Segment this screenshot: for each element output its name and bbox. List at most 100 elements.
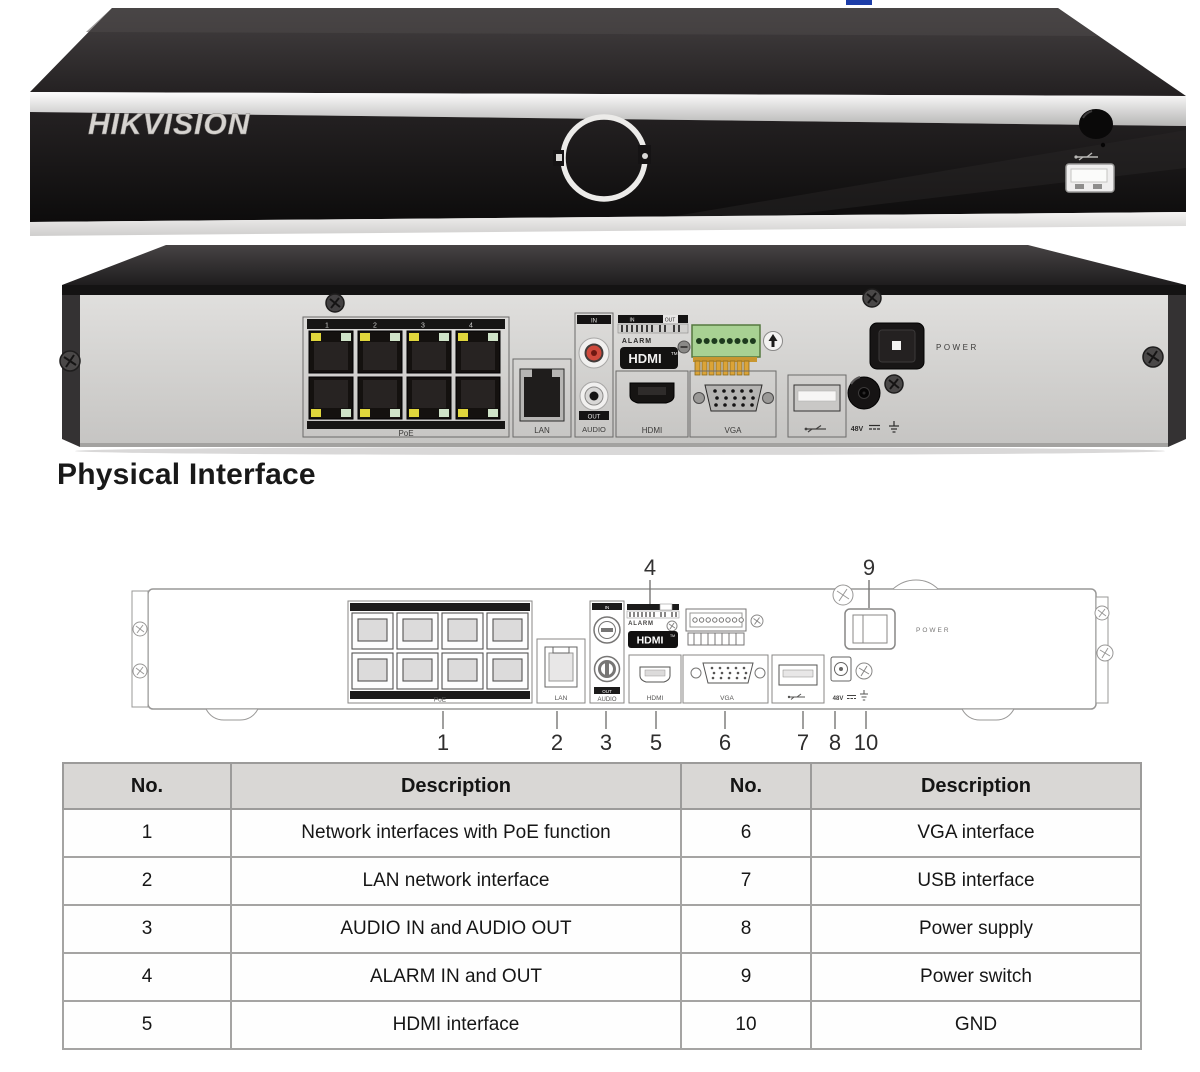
dial-right-glyph-icon bbox=[642, 153, 648, 159]
callout-numbers: 1 2 3 5 6 7 8 10 bbox=[437, 730, 878, 755]
diagram-poe-block: PoE bbox=[347, 600, 533, 704]
header-no-left: No. bbox=[62, 762, 232, 810]
callout-number: 5 bbox=[650, 730, 662, 755]
diagram-hdmi-label: HDMI bbox=[647, 695, 664, 702]
cell-no: 2 bbox=[62, 856, 232, 906]
callout-number: 1 bbox=[437, 730, 449, 755]
table-row: 1 Network interfaces with PoE function 6… bbox=[62, 808, 1142, 858]
screw-icon bbox=[1142, 346, 1164, 368]
rj45-port bbox=[406, 330, 452, 374]
terminal-pins bbox=[694, 360, 750, 376]
screw-icon bbox=[677, 340, 691, 354]
diagram-hdmi-tm-label: TM bbox=[670, 634, 675, 638]
dial-left-glyph-icon bbox=[556, 154, 562, 161]
poe-label: PoE bbox=[398, 429, 413, 438]
callout-number: 8 bbox=[829, 730, 841, 755]
callout-lines bbox=[442, 711, 867, 729]
dc-power-jack: 48V bbox=[847, 375, 881, 433]
lan-port: LAN bbox=[512, 358, 572, 438]
cell-no: 7 bbox=[680, 856, 812, 906]
table-header-row: No. Description No. Description bbox=[62, 762, 1142, 810]
audio-in-rca-jack bbox=[578, 337, 610, 369]
rj45-port bbox=[357, 376, 403, 420]
poe-number: 2 bbox=[373, 323, 377, 330]
vga-label: VGA bbox=[725, 426, 743, 435]
front-view-photo: HIKVISION bbox=[30, 0, 1186, 236]
gnd-icon bbox=[889, 421, 899, 433]
cell-no: 1 bbox=[62, 808, 232, 858]
header-no-right: No. bbox=[680, 762, 812, 810]
callout-number: 9 bbox=[863, 555, 875, 580]
screw-icon bbox=[862, 288, 882, 308]
screw-icon bbox=[325, 293, 345, 313]
vga-screw-post bbox=[762, 392, 774, 404]
cell-no: 4 bbox=[62, 952, 232, 1002]
screw-icon bbox=[666, 620, 678, 632]
diagram-vga-port: VGA bbox=[682, 654, 769, 704]
diagram-vga-label: VGA bbox=[720, 695, 734, 702]
rj45-port bbox=[357, 330, 403, 374]
rear-view-photo: 1 2 3 4 PoE LAN IN bbox=[59, 245, 1186, 455]
diagram-usb-port bbox=[771, 654, 825, 704]
dc-symbol-icon bbox=[847, 695, 856, 699]
hdmi-label: HDMI bbox=[642, 426, 662, 435]
callout-number: 2 bbox=[551, 730, 563, 755]
rear-panel-diagram: 4 9 PoE LAN IN O bbox=[131, 555, 1114, 755]
callout-number: 10 bbox=[854, 730, 878, 755]
diagram-alarm-section: ALARM HDMI TM bbox=[626, 603, 680, 648]
screw-icon bbox=[884, 374, 904, 394]
diagram-power-switch bbox=[844, 608, 896, 650]
hdmi-badge-label: HDMI bbox=[628, 351, 661, 366]
diagram-dc-jack: 48V bbox=[830, 656, 856, 702]
table-row: 3 AUDIO IN and AUDIO OUT 8 Power supply bbox=[62, 904, 1142, 954]
vga-port: VGA bbox=[689, 370, 777, 438]
rear-chassis bbox=[62, 245, 1186, 447]
cell-no: 3 bbox=[62, 904, 232, 954]
audio-out-label: OUT bbox=[588, 415, 601, 421]
screw-icon bbox=[132, 663, 148, 679]
gnd-icon bbox=[860, 690, 868, 701]
table-row: 4 ALARM IN and OUT 9 Power switch bbox=[62, 952, 1142, 1002]
hdmi-logo-badge: HDMI TM bbox=[620, 347, 678, 369]
diagram-audio-label: AUDIO bbox=[597, 697, 616, 703]
cell-description: ALARM IN and OUT bbox=[230, 952, 682, 1002]
callout-4: 4 bbox=[644, 555, 656, 608]
screw-icon bbox=[855, 662, 873, 680]
alarm-pinout-marks bbox=[621, 325, 680, 332]
callout-number: 3 bbox=[600, 730, 612, 755]
diagram-vga-pin-holes bbox=[710, 666, 748, 680]
cell-description: Power switch bbox=[810, 952, 1142, 1002]
header-description-left: Description bbox=[230, 762, 682, 810]
alarm-label: ALARM bbox=[622, 338, 652, 345]
rj45-port bbox=[455, 376, 501, 420]
voltage-label: 48V bbox=[851, 426, 864, 433]
screw-icon bbox=[750, 614, 764, 628]
poe-number: 3 bbox=[421, 323, 425, 330]
diagram-rj45-ports bbox=[351, 612, 529, 690]
rj45-port bbox=[308, 330, 354, 374]
usb-icon bbox=[804, 425, 826, 433]
cell-description: GND bbox=[810, 1000, 1142, 1050]
cell-description: Network interfaces with PoE function bbox=[230, 808, 682, 858]
alarm-in-label: IN bbox=[630, 318, 635, 324]
diagram-hdmi-port: HDMI bbox=[628, 654, 682, 704]
cell-no: 10 bbox=[680, 1000, 812, 1050]
screw-icon bbox=[1096, 644, 1114, 662]
cell-no: 5 bbox=[62, 1000, 232, 1050]
cell-no: 6 bbox=[680, 808, 812, 858]
table-row: 2 LAN network interface 7 USB interface bbox=[62, 856, 1142, 906]
diagram-power-label: POWER bbox=[916, 627, 951, 634]
audio-section: IN OUT AUDIO bbox=[574, 312, 614, 438]
alarm-terminal-block bbox=[691, 324, 783, 376]
poe-number: 4 bbox=[469, 323, 473, 330]
callout-9: 9 bbox=[863, 555, 875, 608]
interface-table: No. Description No. Description 1 Networ… bbox=[62, 762, 1142, 1050]
screw-icon bbox=[690, 667, 766, 679]
cell-no: 9 bbox=[680, 952, 812, 1002]
rj45-port bbox=[308, 376, 354, 420]
diagram-poe-label: PoE bbox=[434, 697, 447, 704]
diagram-terminal-block bbox=[685, 608, 747, 646]
cell-description: USB interface bbox=[810, 856, 1142, 906]
callout-number: 6 bbox=[719, 730, 731, 755]
callout-number: 7 bbox=[797, 730, 809, 755]
